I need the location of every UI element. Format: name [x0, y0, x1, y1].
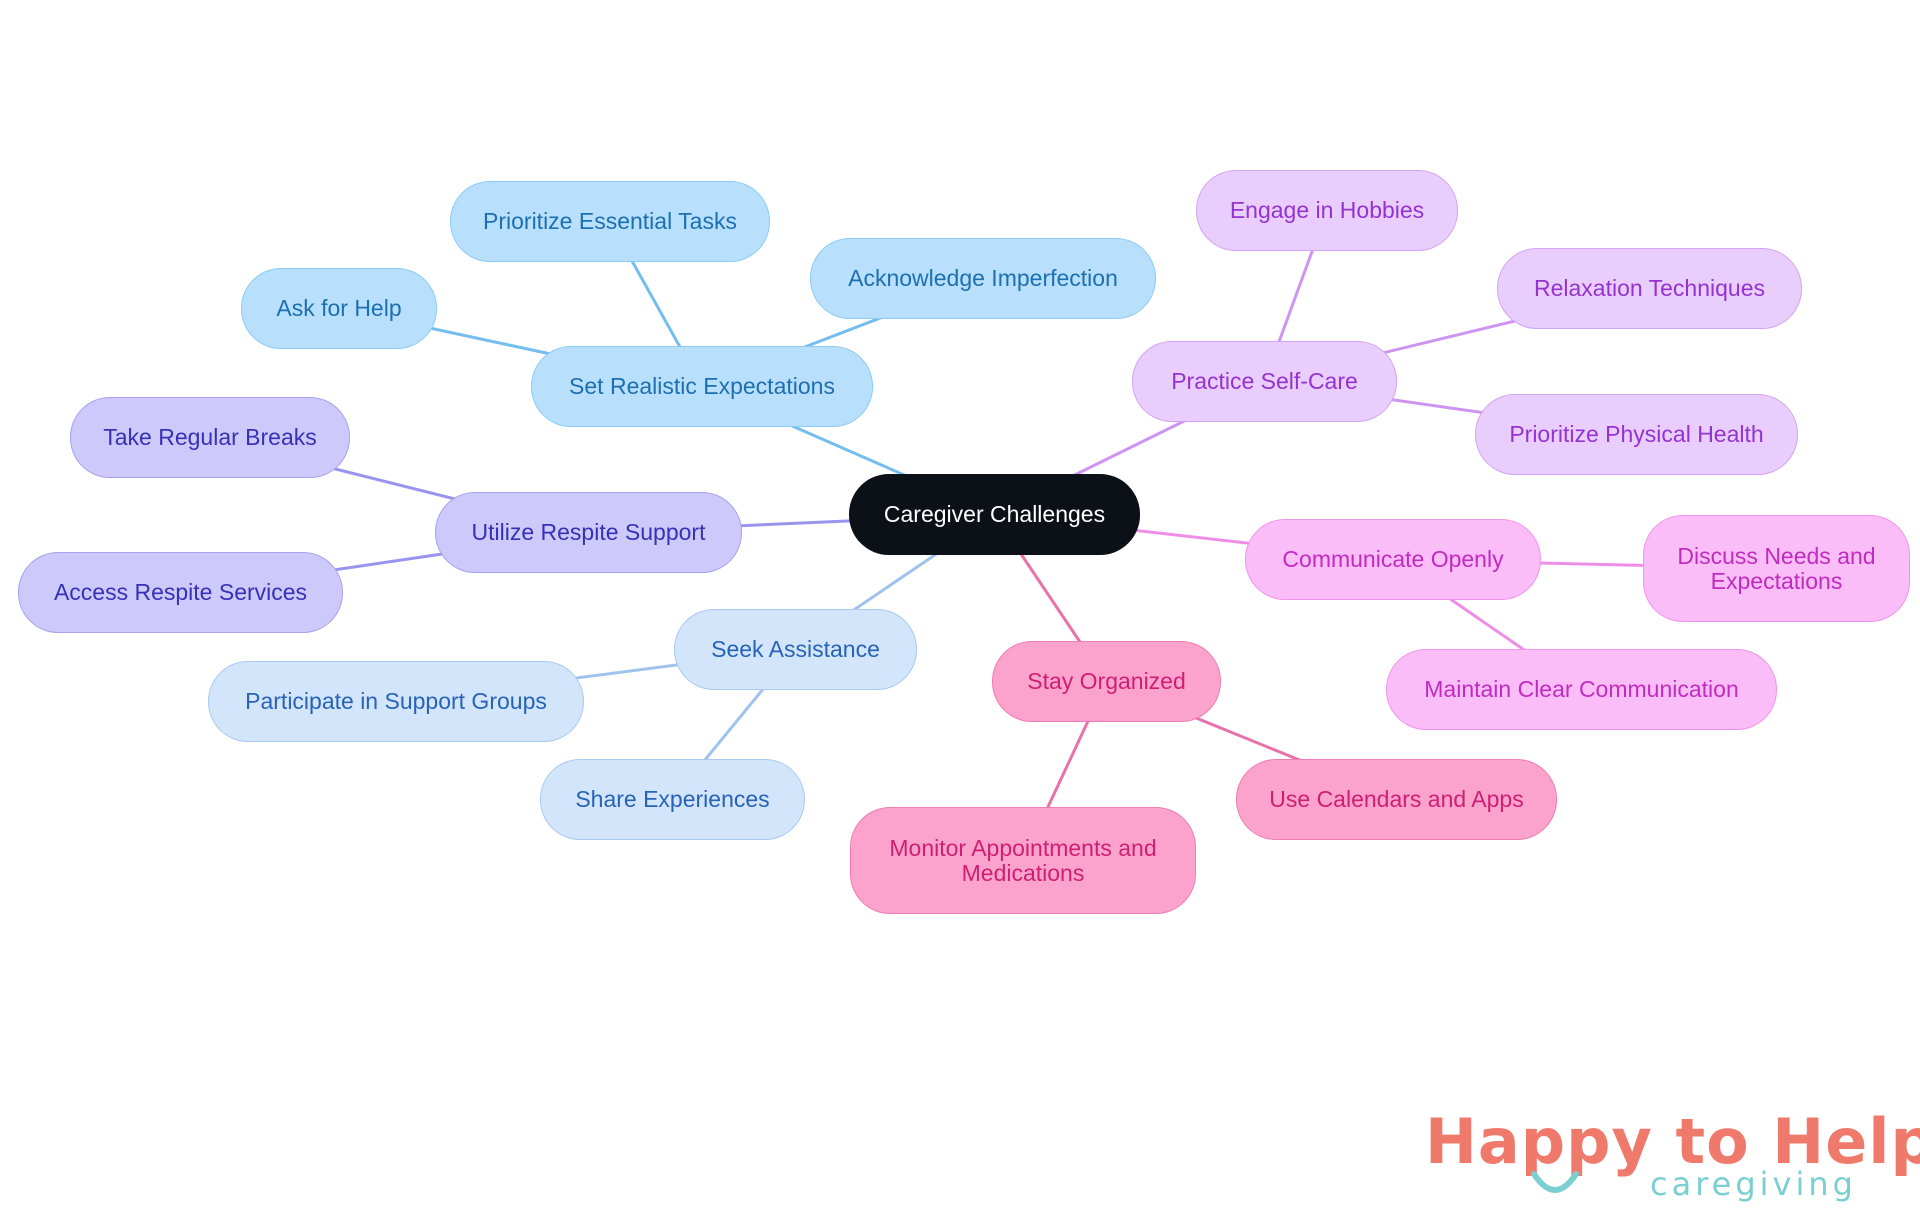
node-label: Prioritize Physical Health	[1509, 421, 1764, 448]
node-label: Access Respite Services	[53, 579, 308, 606]
node-label: Prioritize Essential Tasks	[483, 208, 737, 235]
node-participate-in-support-groups[interactable]: Participate in Support Groups	[208, 661, 584, 742]
node-use-calendars-and-apps[interactable]: Use Calendars and Apps	[1236, 759, 1557, 840]
node-label: Engage in Hobbies	[1229, 197, 1425, 224]
node-prioritize-essential-tasks[interactable]: Prioritize Essential Tasks	[450, 181, 770, 262]
logo-subtitle: caregiving	[1650, 1165, 1857, 1203]
logo: Happy to Help caregiving	[1425, 1105, 1920, 1205]
node-label: Seek Assistance	[711, 636, 880, 663]
node-engage-in-hobbies[interactable]: Engage in Hobbies	[1196, 170, 1458, 251]
node-label: Set Realistic Expectations	[569, 373, 835, 400]
node-practice-self-care[interactable]: Practice Self-Care	[1132, 341, 1397, 422]
root-node[interactable]: Caregiver Challenges	[849, 474, 1140, 555]
logo-title: Happy to Help	[1425, 1105, 1920, 1178]
node-communicate-openly[interactable]: Communicate Openly	[1245, 519, 1541, 600]
node-label: Utilize Respite Support	[471, 519, 706, 546]
node-share-experiences[interactable]: Share Experiences	[540, 759, 805, 840]
root-label: Caregiver Challenges	[883, 501, 1106, 528]
node-label: Communicate Openly	[1282, 546, 1504, 573]
node-acknowledge-imperfection[interactable]: Acknowledge Imperfection	[810, 238, 1156, 319]
node-relaxation-techniques[interactable]: Relaxation Techniques	[1497, 248, 1802, 329]
node-seek-assistance[interactable]: Seek Assistance	[674, 609, 917, 690]
node-label: Participate in Support Groups	[245, 688, 547, 715]
node-label: Stay Organized	[1027, 668, 1186, 695]
node-label: Relaxation Techniques	[1533, 275, 1765, 302]
node-stay-organized[interactable]: Stay Organized	[992, 641, 1221, 722]
node-utilize-respite-support[interactable]: Utilize Respite Support	[435, 492, 742, 573]
node-prioritize-physical-health[interactable]: Prioritize Physical Health	[1475, 394, 1798, 475]
node-label: Practice Self-Care	[1171, 368, 1358, 395]
smile-icon	[1531, 1171, 1579, 1193]
node-monitor-appointments-and-medications[interactable]: Monitor Appointments and Medications	[850, 807, 1196, 914]
node-discuss-needs-and-expectations[interactable]: Discuss Needs and Expectations	[1643, 515, 1910, 622]
node-ask-for-help[interactable]: Ask for Help	[241, 268, 437, 349]
node-take-regular-breaks[interactable]: Take Regular Breaks	[70, 397, 350, 478]
node-maintain-clear-communication[interactable]: Maintain Clear Communication	[1386, 649, 1777, 730]
node-label: Discuss Needs and Expectations	[1677, 543, 1876, 594]
node-label: Use Calendars and Apps	[1269, 786, 1524, 813]
node-label: Maintain Clear Communication	[1424, 676, 1739, 703]
node-set-realistic-expectations[interactable]: Set Realistic Expectations	[531, 346, 873, 427]
node-label: Monitor Appointments and Medications	[889, 835, 1157, 886]
node-label: Take Regular Breaks	[103, 424, 317, 451]
node-access-respite-services[interactable]: Access Respite Services	[18, 552, 343, 633]
node-label: Ask for Help	[276, 295, 402, 322]
node-label: Share Experiences	[575, 786, 770, 813]
node-label: Acknowledge Imperfection	[848, 265, 1118, 292]
